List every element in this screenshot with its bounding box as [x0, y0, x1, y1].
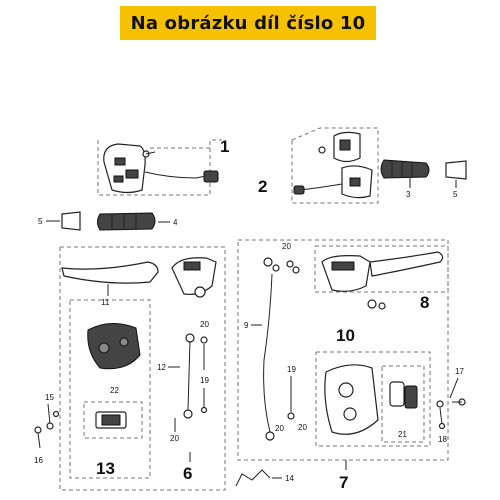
callout-10: 10 — [336, 326, 355, 345]
title-banner: Na obrázku díl číslo 10 — [120, 6, 376, 40]
left-frame — [59, 246, 226, 491]
left-bar-end — [61, 211, 81, 231]
part-20-c: 20 — [282, 242, 291, 251]
brake-hose-left — [183, 333, 195, 419]
part-19-a: 19 — [200, 376, 209, 385]
bolt-20-c — [292, 266, 300, 274]
callout-8: 8 — [420, 293, 429, 312]
part-20-e: 20 — [275, 424, 284, 433]
callout-7: 7 — [339, 473, 348, 492]
brake-pad-left — [95, 411, 127, 429]
part-20-a: 20 — [200, 320, 209, 329]
part-12: 12 — [157, 363, 166, 372]
right-bar-end — [445, 160, 467, 188]
right-master-cylinder — [321, 255, 371, 292]
title-text: Na obrázku díl číslo 10 — [130, 12, 366, 34]
front-brake-pads — [389, 381, 418, 409]
part-5-right: 5 — [453, 190, 458, 199]
front-pad-box — [381, 365, 425, 443]
caliper-22 — [87, 323, 141, 370]
left-grip — [97, 212, 170, 231]
right-brake-lever — [369, 251, 444, 277]
bolt-15 — [46, 403, 60, 430]
bolt-master — [367, 299, 377, 309]
part-14: 14 — [285, 474, 294, 483]
part-3: 3 — [406, 190, 411, 199]
part-4: 4 — [173, 218, 178, 227]
bolt-18 — [436, 400, 446, 430]
left-brake-lever — [61, 261, 159, 296]
left-switch-assembly — [97, 139, 222, 196]
part-18: 18 — [438, 435, 447, 444]
left-master-cylinder — [171, 257, 217, 298]
part-20-d: 20 — [298, 423, 307, 432]
group-8-frame — [314, 245, 449, 293]
washer-20-c — [286, 260, 294, 268]
callout-1: 1 — [220, 137, 229, 156]
bolt-16 — [34, 426, 42, 449]
part-11: 11 — [101, 298, 110, 307]
front-caliper — [324, 364, 379, 435]
callout-6: 6 — [183, 464, 192, 483]
front-caliper-frame — [315, 351, 431, 447]
part-19-b: 19 — [287, 365, 296, 374]
part-5-left: 5 — [38, 217, 43, 226]
part-22: 22 — [110, 386, 119, 395]
right-switch-assembly — [291, 127, 379, 204]
bolt-17 — [449, 377, 466, 406]
right-frame — [237, 239, 449, 461]
part-17: 17 — [455, 367, 464, 376]
part-21: 21 — [398, 430, 407, 439]
right-grip — [380, 159, 430, 188]
part-9: 9 — [244, 321, 249, 330]
washer-20-a — [200, 336, 208, 344]
part-16: 16 — [34, 456, 43, 465]
clip-14 — [235, 469, 282, 487]
part-15: 15 — [45, 393, 54, 402]
callout-2: 2 — [258, 177, 267, 196]
part-20-b: 20 — [170, 434, 179, 443]
callout-13: 13 — [96, 459, 115, 478]
front-hose — [263, 257, 280, 441]
pad-box — [83, 401, 143, 439]
